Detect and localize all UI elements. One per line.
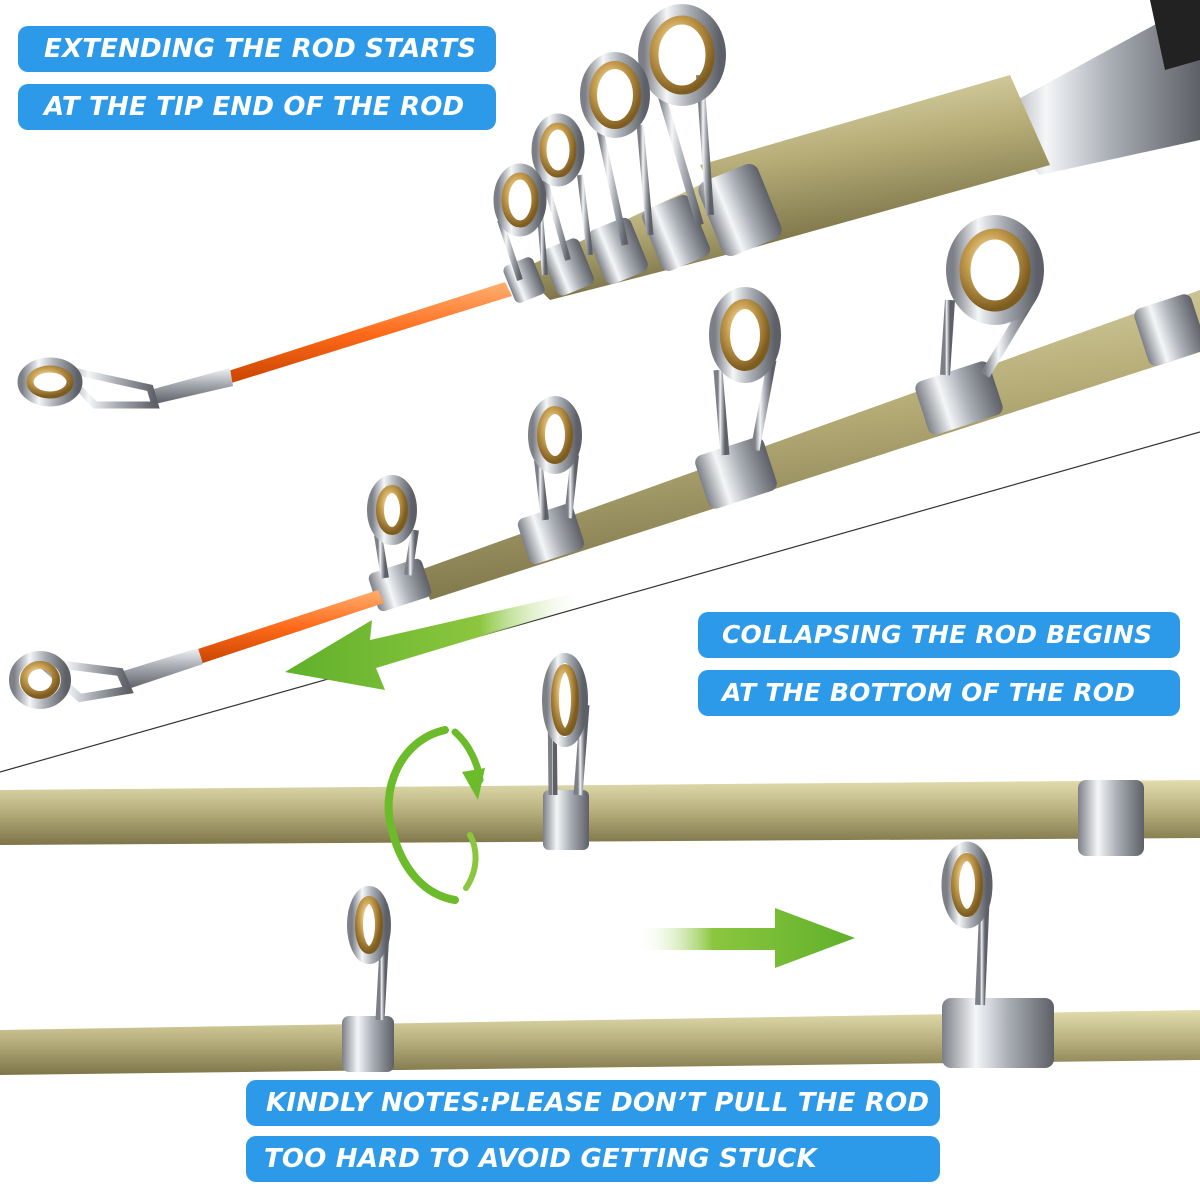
rod-extended-top bbox=[17, 0, 1200, 409]
label-note-line1: KINDLY NOTES:PLEASE DON’T PULL THE ROD bbox=[246, 1080, 940, 1126]
rotate-arrow-icon bbox=[384, 726, 485, 904]
label-collapse-line2: AT THE BOTTOM OF THE ROD bbox=[698, 670, 1180, 716]
arrow-left-icon bbox=[285, 592, 585, 690]
rod-extended-middle bbox=[9, 215, 1200, 709]
rod-collapse-lower bbox=[0, 841, 1200, 1075]
label-extend-line1: EXTENDING THE ROD STARTS bbox=[18, 26, 496, 72]
label-extend-line2: AT THE TIP END OF THE ROD bbox=[18, 84, 496, 130]
label-note-line2: TOO HARD TO AVOID GETTING STUCK bbox=[246, 1136, 940, 1182]
rod-collapse-upper bbox=[0, 653, 1200, 856]
divider-line bbox=[0, 431, 1200, 773]
label-collapse-line1: COLLAPSING THE ROD BEGINS bbox=[698, 612, 1180, 658]
arrow-right-icon bbox=[636, 908, 855, 968]
